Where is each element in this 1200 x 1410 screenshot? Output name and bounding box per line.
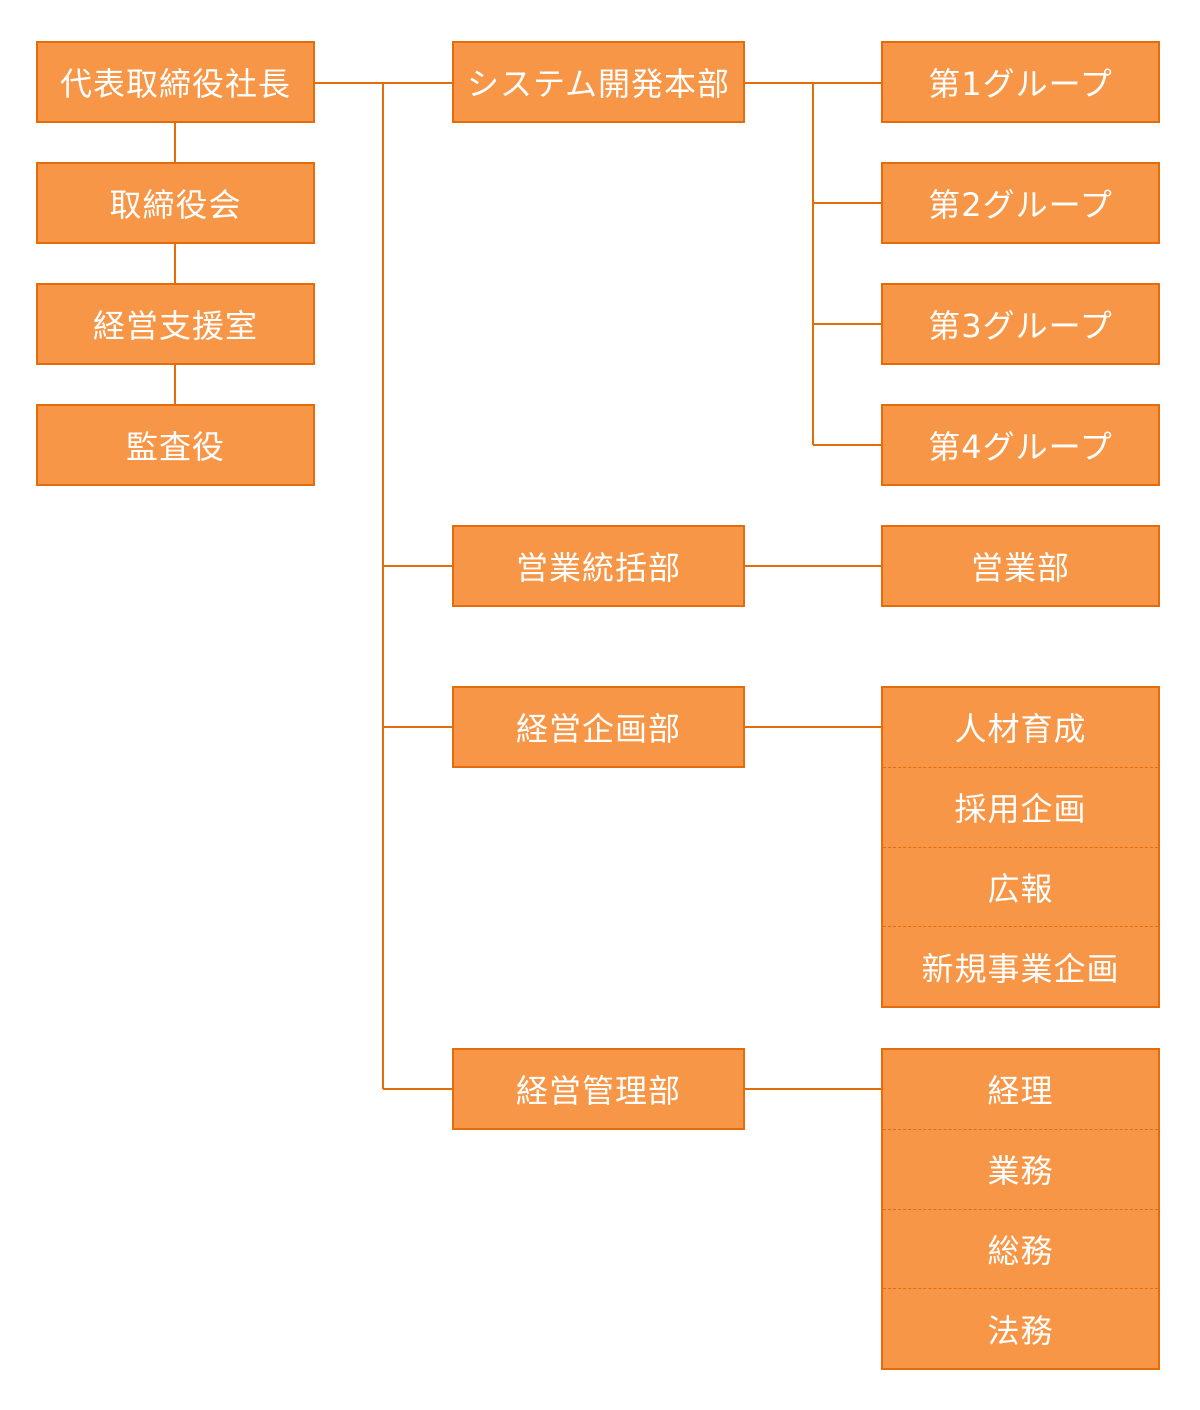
planning-section-pr: 広報 <box>883 846 1158 927</box>
sales-hq-dept-box: 営業統括部 <box>452 525 745 607</box>
management-dept-box: 経営管理部 <box>452 1048 745 1130</box>
management-sections-box: 経理 業務 総務 法務 <box>881 1048 1160 1370</box>
system-dev-dept-box: システム開発本部 <box>452 41 745 123</box>
management-section-general-affairs: 総務 <box>883 1208 1158 1289</box>
auditor-box: 監査役 <box>36 404 315 486</box>
management-section-accounting: 経理 <box>987 1072 1054 1111</box>
group-4-box: 第4グループ <box>881 404 1160 486</box>
planning-section-hr-development: 人材育成 <box>954 710 1087 749</box>
board-box: 取締役会 <box>36 162 315 244</box>
sales-dept-box: 営業部 <box>881 525 1160 607</box>
management-support-box: 経営支援室 <box>36 283 315 365</box>
management-section-operations: 業務 <box>883 1128 1158 1209</box>
planning-sections-box: 人材育成 採用企画 広報 新規事業企画 <box>881 686 1160 1008</box>
president-box: 代表取締役社長 <box>36 41 315 123</box>
planning-section-recruitment: 採用企画 <box>883 766 1158 847</box>
planning-section-new-business: 新規事業企画 <box>883 926 1158 1006</box>
group-2-box: 第2グループ <box>881 162 1160 244</box>
group-3-box: 第3グループ <box>881 283 1160 365</box>
planning-dept-box: 経営企画部 <box>452 686 745 768</box>
management-section-legal: 法務 <box>883 1288 1158 1368</box>
group-1-box: 第1グループ <box>881 41 1160 123</box>
